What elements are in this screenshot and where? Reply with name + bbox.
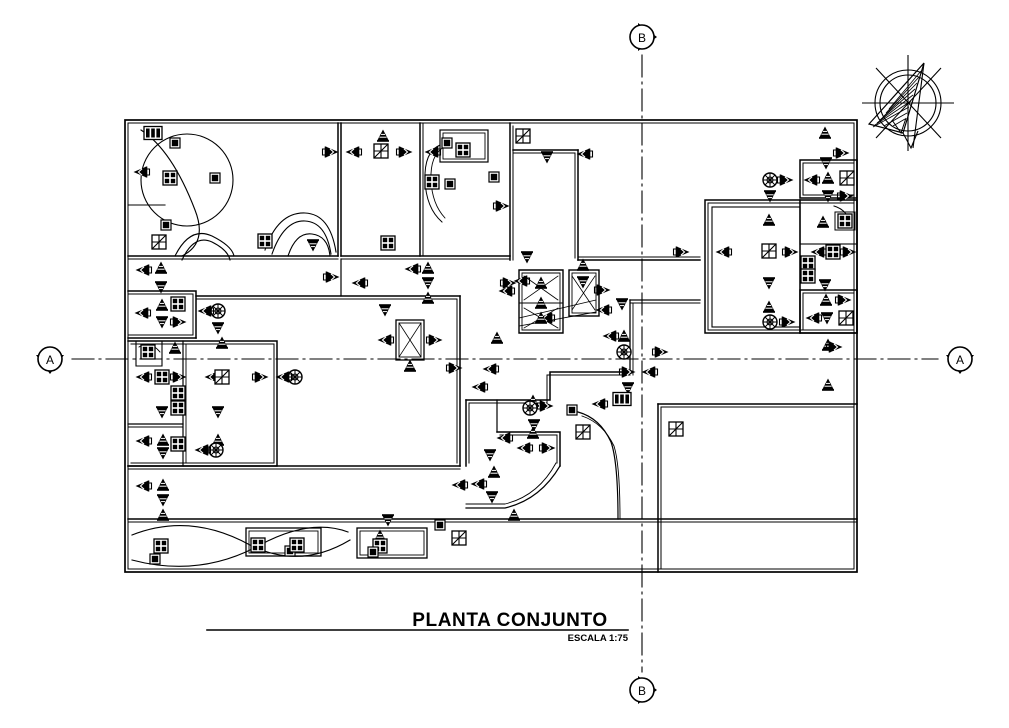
grid-marker-A-right[interactable]: A xyxy=(946,346,974,374)
grid-marker-B-bottom[interactable]: B xyxy=(629,676,657,704)
grid-axis-lines xyxy=(71,54,939,673)
north-compass-rose xyxy=(862,55,954,151)
grid-marker-B-top[interactable]: B xyxy=(629,23,657,51)
page-title: PLANTA CONJUNTO xyxy=(412,610,608,631)
grid-label-B-bottom: B xyxy=(638,684,646,698)
scale-label: ESCALA 1:75 xyxy=(567,633,628,644)
grid-marker-A-left[interactable]: A xyxy=(36,346,64,374)
grid-label-A-right: A xyxy=(956,353,964,367)
site-boundary xyxy=(124,119,858,573)
grid-label-A-left: A xyxy=(46,353,54,367)
grid-label-B-top: B xyxy=(638,31,646,45)
